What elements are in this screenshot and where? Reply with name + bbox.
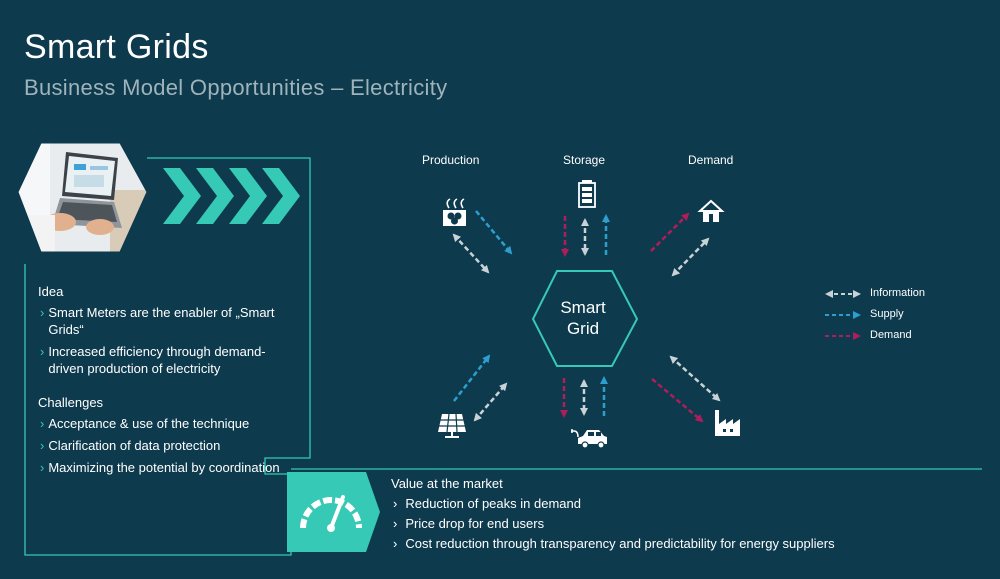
list-item: › Increased efficiency through demand-dr… [38,343,300,377]
smart-grid-label: Smart Grid [535,297,631,339]
laptop-photo [18,143,147,252]
challenges-heading: Challenges [38,395,104,410]
gauge-tile [287,472,380,552]
legend-arrows [825,290,861,340]
legend-information: Information [870,287,926,299]
challenge-item-3: Maximizing the potential by coordination [48,460,280,475]
solar-panel-icon [438,413,466,438]
house-icon [697,199,725,222]
list-item: › Maximizing the potential by coordinati… [38,459,300,476]
chevron-right-icon: › [393,516,398,531]
electric-car-icon [571,429,607,449]
list-item: › Clarification of data protection [38,437,300,454]
smart-grid-hexagon [531,270,639,367]
chevron-right-icon: › [40,438,45,453]
chevron-right-icon: › [40,344,45,359]
left-panel-frame [24,157,311,556]
legend-supply: Supply [870,308,904,320]
chevron-right-icon: › [40,416,45,431]
list-item: › Cost reduction through transparency an… [391,534,835,554]
chevron-right-icon: › [393,536,398,551]
chevron-right-icon: › [40,460,45,475]
value-item-1: Reduction of peaks in demand [405,496,581,511]
challenge-item-2: Clarification of data protection [48,438,221,453]
challenge-item-1: Acceptance & use of the technique [48,416,250,431]
battery-icon [578,180,596,208]
value-item-3: Cost reduction through transparency and … [405,536,835,551]
list-item: › Acceptance & use of the technique [38,415,300,432]
left-panel: Idea › Smart Meters are the enabler of „… [38,283,300,481]
production-label: Production [422,153,480,167]
chevron-right-icon: › [393,496,398,511]
value-panel: Value at the market › Reduction of peaks… [391,474,835,554]
production-arrows [452,210,513,274]
idea-heading: Idea [38,284,64,299]
page-title: Smart Grids [24,28,209,66]
power-plant-icon [443,198,466,226]
idea-item-2: Increased efficiency through demand-driv… [48,344,266,376]
storage-arrows [561,214,610,257]
idea-item-1: Smart Meters are the enabler of „Smart G… [48,305,275,337]
value-item-2: Price drop for end users [405,516,545,531]
progress-chevrons [163,168,300,224]
car-arrows [560,376,608,418]
value-heading: Value at the market [391,476,503,491]
chevron-right-icon: › [40,305,45,320]
demand-label: Demand [688,153,734,167]
list-item: › Price drop for end users [391,514,835,534]
factory-arrows [651,355,721,423]
smart-grid-label-line1: Smart [560,298,606,317]
storage-label: Storage [563,153,606,167]
house-arrows [650,212,710,277]
solar-arrows [453,354,508,422]
list-item: › Reduction of peaks in demand [391,494,835,514]
legend-demand: Demand [870,329,912,341]
speedometer-icon [300,495,362,532]
page-subtitle: Business Model Opportunities – Electrici… [24,75,448,100]
list-item: › Smart Meters are the enabler of „Smart… [38,304,300,338]
smart-grid-label-line2: Grid [566,319,600,338]
factory-icon [715,410,740,436]
